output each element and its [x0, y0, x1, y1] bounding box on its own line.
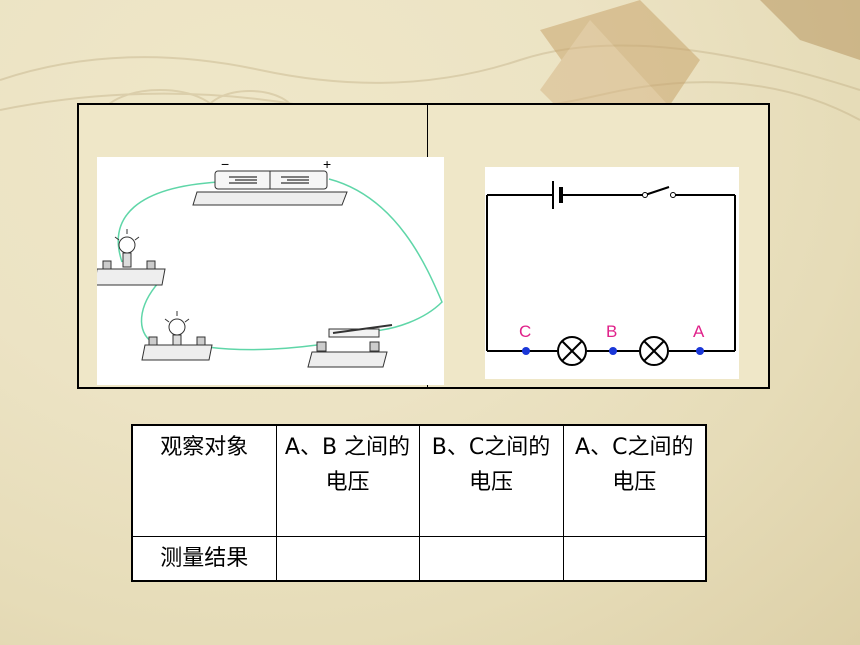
table-header-cell: 观察对象	[131, 424, 277, 537]
point-c-label: C	[519, 322, 531, 341]
table-row: 测量结果	[131, 535, 707, 582]
circuit-schematic-panel: C B A	[485, 167, 739, 379]
table-row-label: 测量结果	[131, 535, 277, 582]
wire	[140, 281, 160, 343]
bulb-2	[141, 311, 213, 361]
wire	[328, 178, 443, 333]
circuit-photo-drawing: − +	[97, 157, 443, 368]
battery-minus-label: −	[221, 157, 229, 172]
result-cell-ab[interactable]	[275, 535, 420, 582]
table-header-cell: A、B 之间的电压	[275, 424, 420, 537]
node-c-dot	[522, 347, 530, 355]
circuit-schematic: C B A	[486, 181, 736, 366]
battery-holder: − +	[192, 157, 348, 206]
battery-symbol	[552, 181, 563, 209]
node-b-dot	[609, 347, 617, 355]
measurement-table: 观察对象 A、B 之间的电压 B、C之间的电压 A、C之间的电压 测量结果	[131, 424, 707, 582]
result-cell-bc[interactable]	[418, 535, 564, 582]
result-cell-ac[interactable]	[562, 535, 707, 582]
bulb-1	[97, 229, 166, 286]
point-a-label: A	[693, 322, 705, 341]
node-a-dot	[696, 347, 704, 355]
wire	[206, 344, 318, 351]
table-header-cell: A、C之间的电压	[562, 424, 707, 537]
table-header-cell: B、C之间的电压	[418, 424, 564, 537]
point-b-label: B	[606, 322, 617, 341]
battery-plus-label: +	[323, 157, 331, 172]
switch-symbol	[642, 192, 676, 198]
circuit-photo-panel: − +	[97, 157, 444, 385]
table-row: 观察对象 A、B 之间的电压 B、C之间的电压 A、C之间的电压	[131, 424, 707, 537]
switch	[307, 324, 393, 368]
lamp-symbol-1	[557, 336, 587, 366]
lamp-symbol-2	[639, 336, 669, 366]
figure-frame: − +	[77, 103, 770, 389]
